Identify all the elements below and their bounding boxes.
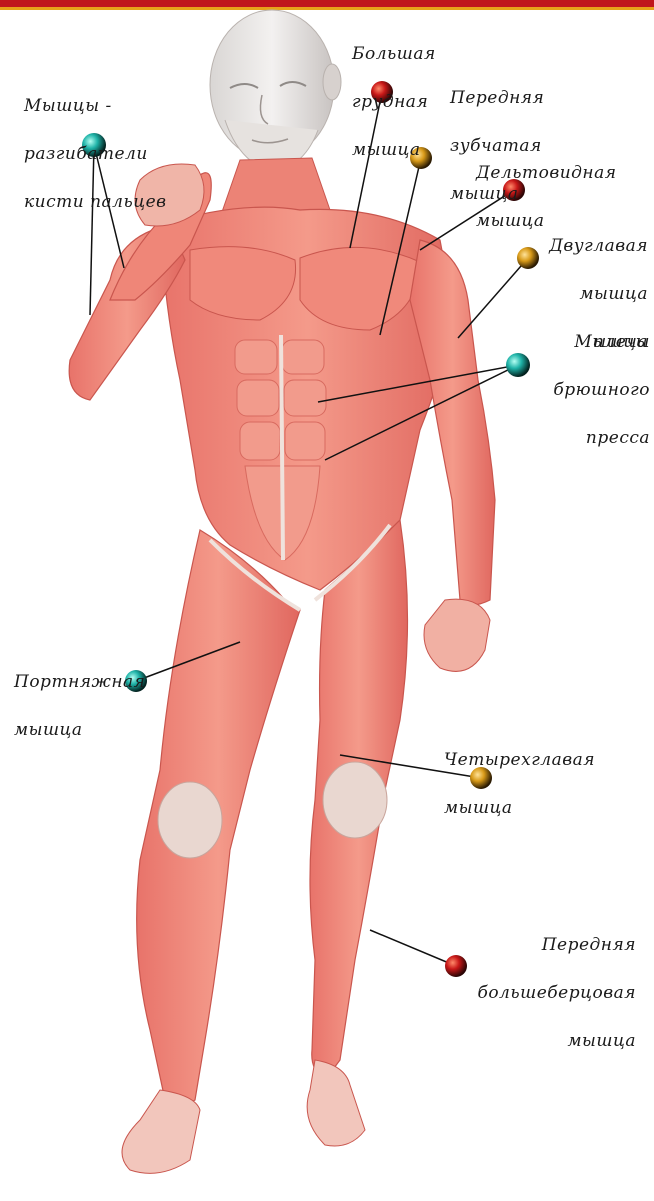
head: [210, 10, 341, 172]
label-quadriceps: Четырехглавая мышца: [444, 720, 595, 832]
hanging-arm: [410, 240, 495, 671]
label-pectoralis-major: Большая грудная мышца: [352, 14, 436, 174]
label-tibialis-anterior: Передняя большеберцовая мышца: [430, 905, 636, 1065]
neck: [222, 158, 330, 212]
legs: [122, 520, 408, 1173]
label-sartorius: Портняжная мышца: [14, 642, 145, 754]
label-extensors: Мышцы - разгибатели кисти пальцев: [24, 66, 167, 226]
label-abdominals: Мышцы брюшного пресса: [510, 302, 650, 462]
